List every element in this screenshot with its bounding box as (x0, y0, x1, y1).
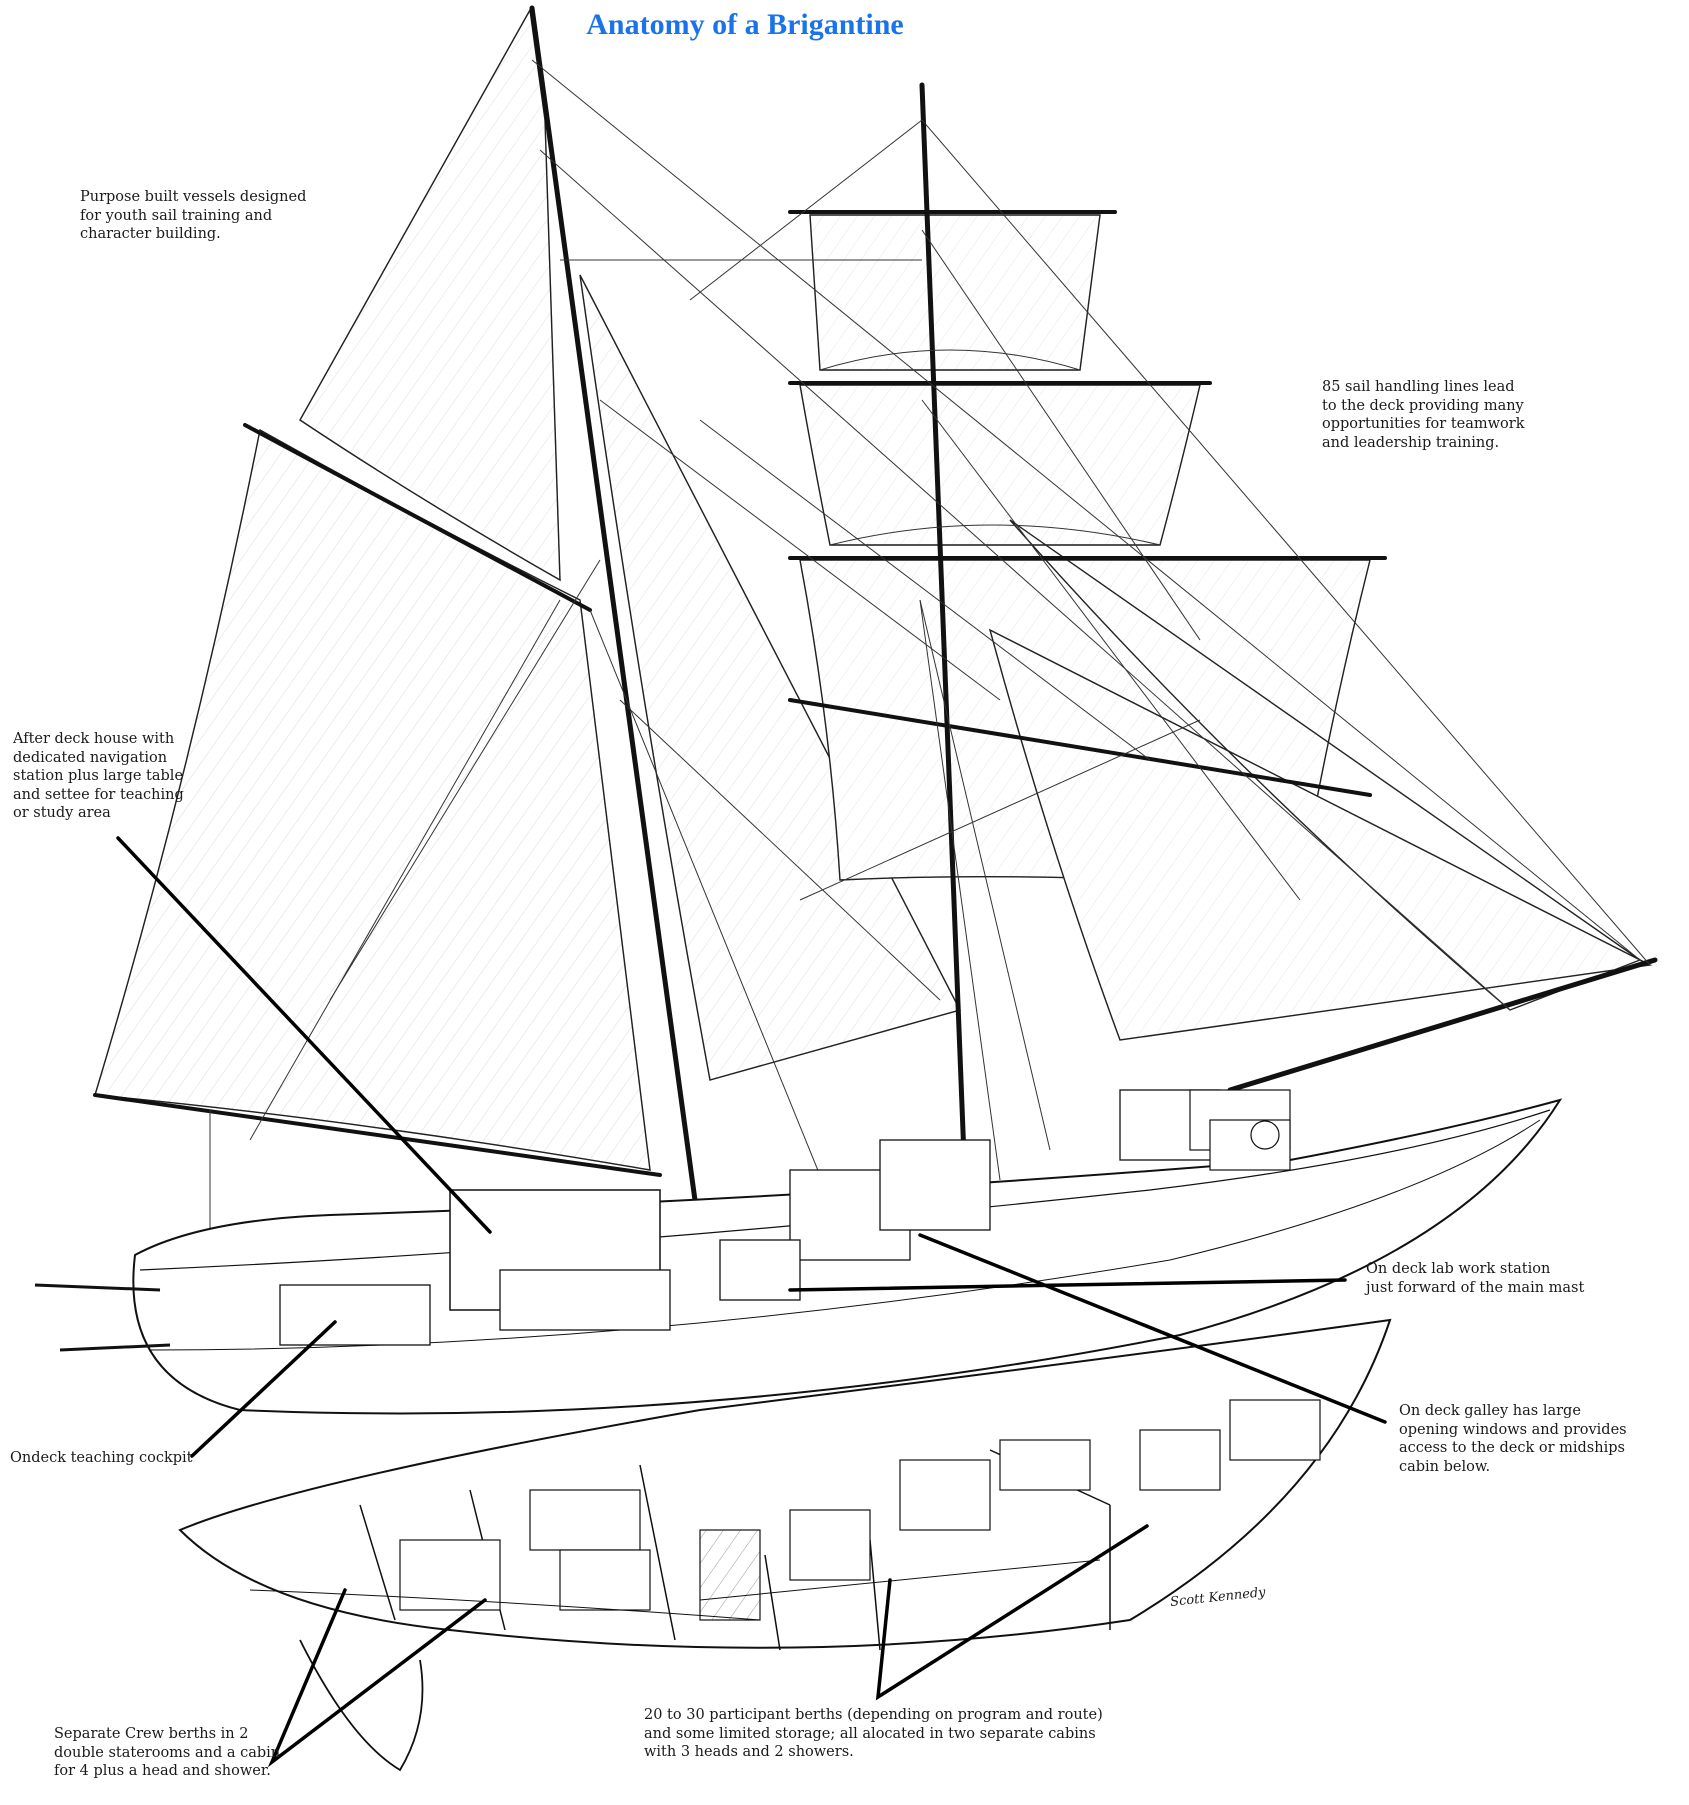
masts-and-spars (93, 5, 1658, 1313)
leader-crew-berths (267, 1588, 487, 1768)
callout-crew-berths: Separate Crew berths in 2 double statero… (54, 1726, 281, 1779)
callout-sail-handling-lines: 85 sail handling lines lead to the deck … (1322, 379, 1525, 451)
callout-teaching-cockpit: Ondeck teaching cockpit (10, 1450, 193, 1466)
callout-lab-work-station: On deck lab work station just forward of… (1366, 1261, 1585, 1296)
leader-participant-berths (875, 1524, 1149, 1701)
flying-jib (1009, 519, 1642, 1011)
rigging-lines (209, 59, 1651, 1240)
sails (94, 7, 1653, 1171)
diagram-title: Anatomy of a Brigantine (586, 8, 904, 41)
leader-after-deck-house (116, 836, 492, 1234)
callout-galley: On deck galley has large opening windows… (1399, 1403, 1627, 1475)
callout-participant-berths: 20 to 30 participant berths (depending o… (644, 1707, 1103, 1760)
upper-hull (34, 1089, 1563, 1415)
leader-cockpit (190, 1320, 337, 1458)
leader-lab (788, 1278, 1347, 1292)
callout-after-deck-house: After deck house with dedicated navigati… (13, 731, 184, 821)
callout-leaders (116, 836, 1387, 1768)
leader-galley (918, 1233, 1387, 1424)
callout-purpose: Purpose built vessels designed for youth… (80, 189, 307, 242)
